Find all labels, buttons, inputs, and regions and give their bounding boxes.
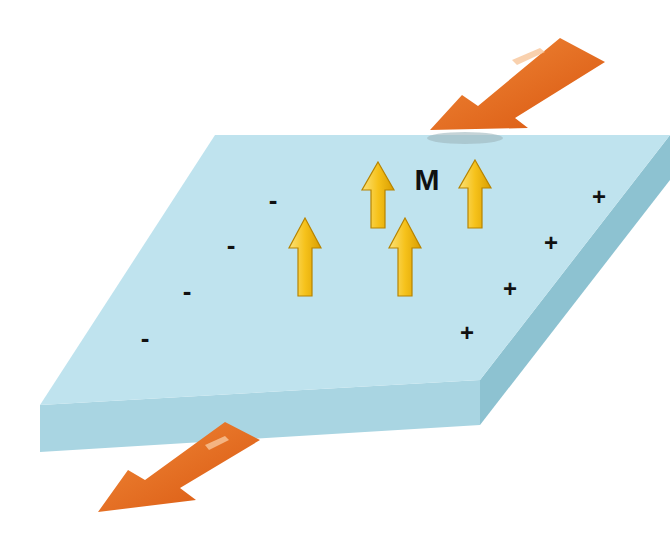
charge-sign: + <box>503 277 517 301</box>
charge-sign: - <box>183 278 192 304</box>
charge-sign: + <box>592 185 606 209</box>
magnetization-label: M <box>415 165 440 195</box>
current-arrow <box>427 38 605 144</box>
charge-sign: + <box>544 231 558 255</box>
magnetization-arrow <box>289 160 491 296</box>
charge-sign: + <box>460 321 474 345</box>
charge-sign: - <box>227 232 236 258</box>
charge-sign: - <box>141 325 150 351</box>
slab-top-face <box>40 135 670 405</box>
current-arrow <box>98 422 260 512</box>
charge-sign: - <box>269 187 278 213</box>
